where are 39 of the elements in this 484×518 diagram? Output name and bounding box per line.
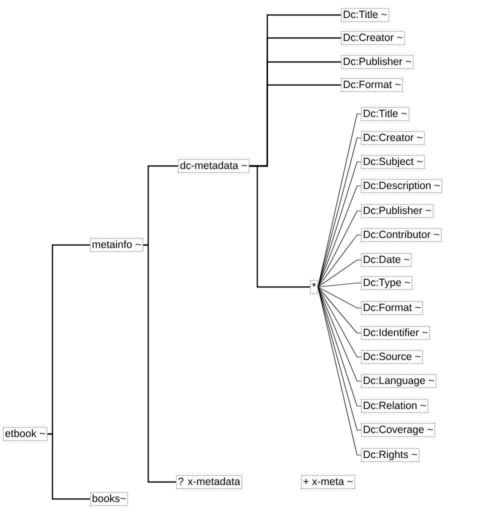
- element-box: Dc:Creator ~: [361, 131, 425, 145]
- element-box: Dc:Publisher ~: [341, 55, 414, 69]
- connector-line: [47, 433, 90, 500]
- element-box: Dc:Subject ~: [361, 155, 425, 169]
- element-box: Dc:Format ~: [361, 301, 423, 315]
- connector-line: [318, 186, 362, 288]
- element-box: Dc:Creator ~: [341, 31, 405, 45]
- element-box: Dc:Title ~: [361, 107, 410, 121]
- element-box: Dc:Type ~: [361, 276, 412, 290]
- element-box: Dc:Date ~: [361, 253, 412, 267]
- element-box: Dc:Identifier ~: [361, 326, 430, 340]
- element-box: + x-meta ~: [301, 475, 356, 489]
- connector-line: [318, 260, 362, 288]
- element-box: Dc:Contributor ~: [361, 228, 442, 242]
- element-box: etbook ~: [3, 427, 48, 441]
- element-box: *: [310, 280, 318, 294]
- element-box: metainfo ~: [90, 238, 144, 252]
- element-box: Dc:Coverage ~: [361, 423, 436, 437]
- element-box: Dc:Source ~: [361, 350, 423, 364]
- connector-line: [318, 234, 362, 288]
- connector-line: [318, 162, 362, 288]
- element-box: books~: [90, 492, 128, 506]
- connector-line: [318, 210, 362, 288]
- element-box: Dc:Publisher ~: [361, 204, 434, 218]
- connector-line: [318, 286, 362, 308]
- connector-line: [143, 244, 176, 483]
- element-box: ? x-metadata: [176, 475, 242, 489]
- connector-line: [318, 282, 362, 288]
- element-box: Dc:Relation ~: [361, 399, 428, 413]
- connector-line: [318, 286, 362, 358]
- element-box: dc-metadata ~: [178, 159, 250, 173]
- connector-line: [318, 286, 362, 334]
- element-box: Dc:Format ~: [341, 78, 403, 92]
- element-box: Dc:Language ~: [361, 374, 436, 388]
- element-box: Dc:Description ~: [361, 179, 442, 193]
- connector-line: [318, 286, 362, 382]
- element-box: Dc:Title ~: [341, 8, 390, 22]
- element-box: Dc:Rights ~: [361, 448, 420, 462]
- connector-line: [249, 165, 310, 288]
